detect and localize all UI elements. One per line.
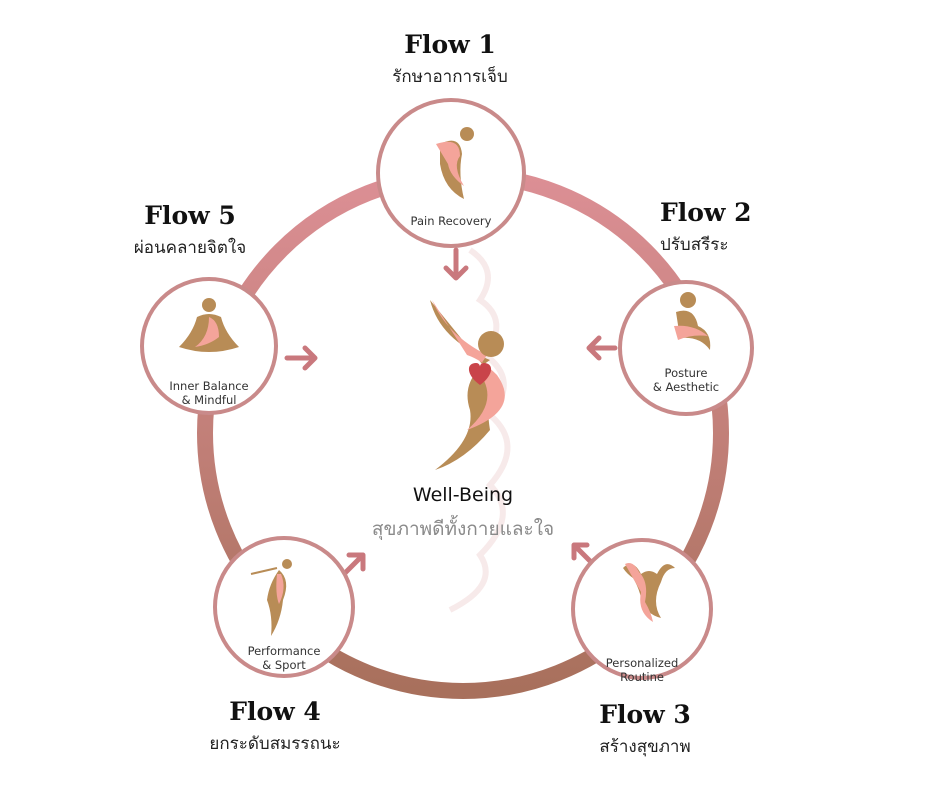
arrows	[284, 247, 618, 578]
flow-subtitle: รักษาอาการเจ็บ	[392, 67, 508, 87]
flow-subtitle: ผ่อนคลายจิตใจ	[133, 238, 247, 258]
center-subtitle: สุขภาพดีทั้งกายและใจ	[371, 518, 555, 540]
node-label-line-1: Inner Balance	[169, 379, 249, 393]
flow-4-label: Flow 4 ยกระดับสมรรถนะ	[180, 697, 370, 757]
flow-2-label: Flow 2 ปรับสรีระ	[660, 198, 790, 258]
flow-subtitle: ยกระดับสมรรถนะ	[209, 734, 341, 754]
wellbeing-figure	[430, 300, 505, 470]
flow-title: Flow 4	[229, 697, 321, 726]
pain-figure-icon	[436, 127, 474, 199]
node-label-line-2: & Sport	[262, 658, 306, 672]
flow-5-label: Flow 5 ผ่อนคลายจิตใจ	[100, 201, 280, 261]
node-posture-aesthetic: Posture & Aesthetic	[618, 280, 754, 416]
flow-subtitle: สร้างสุขภาพ	[599, 737, 691, 757]
golfer-figure-icon	[250, 559, 292, 636]
flow-1-label: Flow 1 รักษาอาการเจ็บ	[350, 30, 550, 90]
node-performance-sport: Performance & Sport	[213, 536, 355, 678]
strength-figure-icon	[623, 563, 675, 622]
arrow-right-icon	[284, 345, 318, 371]
flow-title: Flow 3	[599, 700, 691, 729]
node-pain-recovery: Pain Recovery	[376, 98, 526, 248]
meditation-figure-icon	[179, 298, 239, 352]
node-label-line-1: Personalized	[605, 656, 679, 670]
heart-icon	[468, 363, 492, 385]
node-label-line-1: Performance	[247, 644, 321, 658]
node-personalized-routine: Personalized Routine	[571, 538, 713, 684]
node-inner-balance: Inner Balance & Mindful	[140, 277, 278, 415]
flow-title: Flow 1	[404, 30, 496, 59]
node-label-line-2: & Aesthetic	[652, 380, 720, 394]
spine-watermark	[448, 247, 511, 613]
flow-subtitle: ปรับสรีระ	[660, 235, 729, 255]
center-title: Well-Being	[412, 484, 514, 506]
posture-figure-icon	[674, 292, 711, 350]
arrow-up-right-icon	[340, 552, 366, 578]
node-label-line-2: Routine	[620, 670, 664, 684]
node-label-line-2: & Mindful	[181, 393, 237, 407]
arrow-down-icon	[443, 247, 469, 281]
flow-3-label: Flow 3 สร้างสุขภาพ	[560, 700, 730, 760]
flow-title: Flow 2	[660, 198, 752, 227]
node-label: Pain Recovery	[410, 214, 492, 228]
arrow-left-icon	[586, 335, 618, 361]
node-label-line-1: Posture	[664, 366, 708, 380]
flow-title: Flow 5	[144, 201, 236, 230]
